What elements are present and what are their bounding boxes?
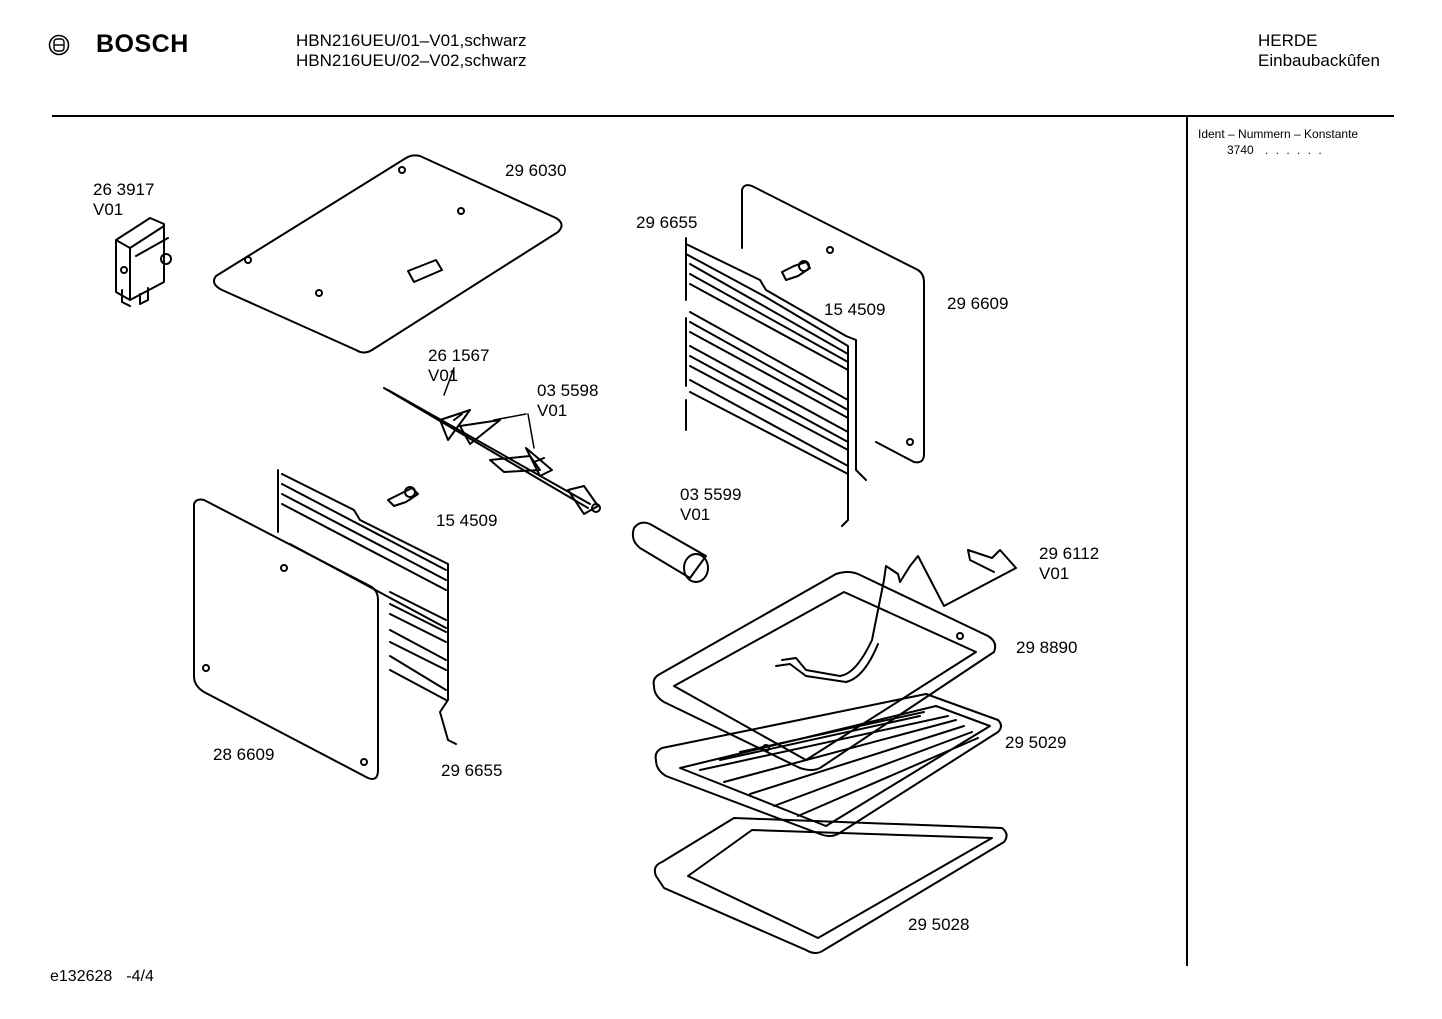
part-number: 29 5028 [908, 915, 970, 934]
ident-dots: . . . . . . [1265, 143, 1324, 157]
part-label-286609: 28 6609 [213, 745, 274, 765]
category-line-2: Einbaubackûfen [1258, 51, 1380, 70]
part-number: 03 5599 [680, 485, 742, 504]
ident-value: 3740 [1227, 143, 1254, 157]
part-number: 29 6609 [947, 294, 1009, 313]
brand-name: BOSCH [96, 30, 189, 58]
page-number: -4/4 [126, 968, 154, 985]
part-number: 29 8890 [1016, 638, 1078, 657]
part-label-295029: 29 5029 [1005, 733, 1066, 753]
part-label-263917: 26 3917 V01 [93, 180, 154, 220]
tray-handle [775, 549, 1017, 683]
part-number: 15 4509 [436, 511, 498, 530]
screw-right [781, 260, 811, 281]
part-label-295028: 29 5028 [908, 915, 969, 935]
part-number: 29 5029 [1005, 733, 1067, 752]
part-label-154509-right: 15 4509 [824, 300, 885, 320]
header-rule [52, 115, 1394, 117]
part-number: 29 6112 [1039, 544, 1100, 563]
part-label-298890: 29 8890 [1016, 638, 1077, 658]
part-label-296655-right: 29 6655 [636, 213, 697, 233]
ident-title: Ident – Nummern – Konstante [1198, 127, 1359, 141]
top-cover-plate [213, 154, 563, 354]
part-number: 29 6030 [505, 161, 567, 180]
part-label-035598: 03 5598 V01 [537, 381, 598, 421]
part-number: 26 3917 [93, 180, 155, 199]
model-line-1: HBN216UEU/01–V01,schwarz [296, 31, 527, 50]
part-label-296609: 29 6609 [947, 294, 1008, 314]
spit-sleeve [631, 521, 709, 583]
wire-grid-shelf [654, 693, 1002, 837]
part-number: 03 5598 [537, 381, 599, 400]
part-label-296112: 29 6112 V01 [1039, 544, 1099, 584]
part-number: 26 1567 [428, 346, 490, 365]
exploded-diagram [115, 154, 1017, 954]
part-label-261567: 26 1567 V01 [428, 346, 489, 386]
right-side-panel [741, 184, 925, 464]
model-line-2: HBN216UEU/02–V02,schwarz [296, 51, 527, 70]
part-version: V01 [680, 505, 711, 524]
part-number: 29 6655 [441, 761, 503, 780]
side-column-rule [1186, 117, 1188, 966]
part-number: 28 6609 [213, 745, 275, 764]
category-line-1: HERDE [1258, 31, 1318, 50]
part-number: 29 6655 [636, 213, 698, 232]
bottom-tray [653, 817, 1008, 954]
part-label-035599: 03 5599 V01 [680, 485, 741, 525]
left-side-panel [193, 498, 379, 780]
brand-logo: BOSCH [48, 30, 189, 59]
doc-id: e132628 [50, 968, 113, 985]
part-version: V01 [428, 366, 459, 385]
part-number: 15 4509 [824, 300, 886, 319]
rotisserie-spit [383, 367, 601, 515]
part-version: V01 [537, 401, 568, 420]
footer: e132628 -4/4 [50, 968, 168, 986]
baking-tray [652, 571, 997, 771]
part-label-296030: 29 6030 [505, 161, 566, 181]
left-shelf-rack [277, 469, 457, 745]
part-label-296655-left: 29 6655 [441, 761, 502, 781]
right-shelf-rack [685, 237, 867, 527]
bosch-armature-icon [48, 34, 70, 55]
part-version: V01 [93, 200, 124, 219]
part-version: V01 [1039, 564, 1070, 583]
part-label-154509-left: 15 4509 [436, 511, 497, 531]
switch-part [115, 217, 172, 307]
screw-left [387, 486, 419, 507]
